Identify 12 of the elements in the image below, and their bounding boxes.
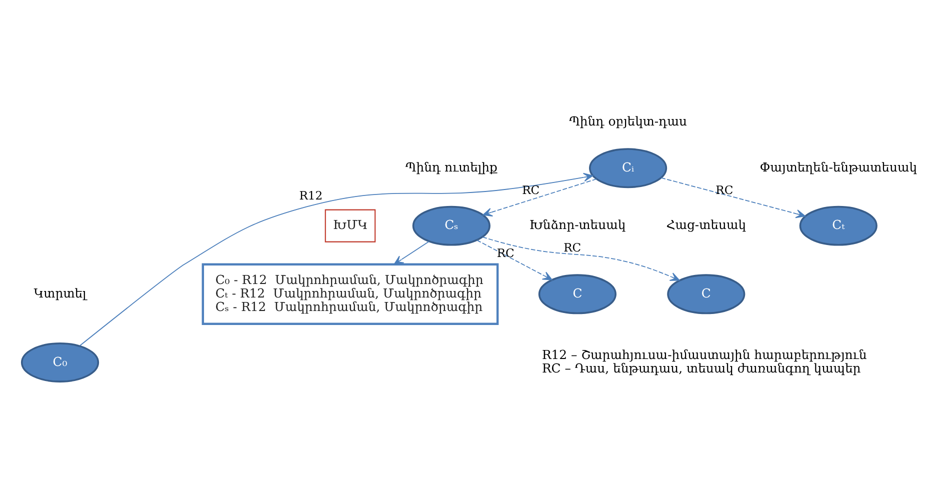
node-label: Փայտեղեն-ենթատեսակ — [760, 159, 918, 174]
edge-label: RC — [522, 182, 540, 197]
edge-label: RC — [716, 182, 734, 197]
node-label: Հաց-տեսակ — [666, 217, 746, 232]
edge-label: RC — [564, 240, 582, 255]
edge-label: RC — [496, 246, 514, 260]
node-label: Պինդ օբյեկտ-դաս — [569, 113, 688, 128]
node-label: Խնձոր-տեսակ — [529, 217, 626, 232]
edge-label: R12 — [299, 188, 323, 202]
label: R12 – Շարահյուսա-իմաստային հարաբերություն — [542, 347, 867, 362]
node-label: Պինդ ուտելիք — [405, 159, 498, 174]
node-label: Կտրտել — [34, 285, 86, 300]
